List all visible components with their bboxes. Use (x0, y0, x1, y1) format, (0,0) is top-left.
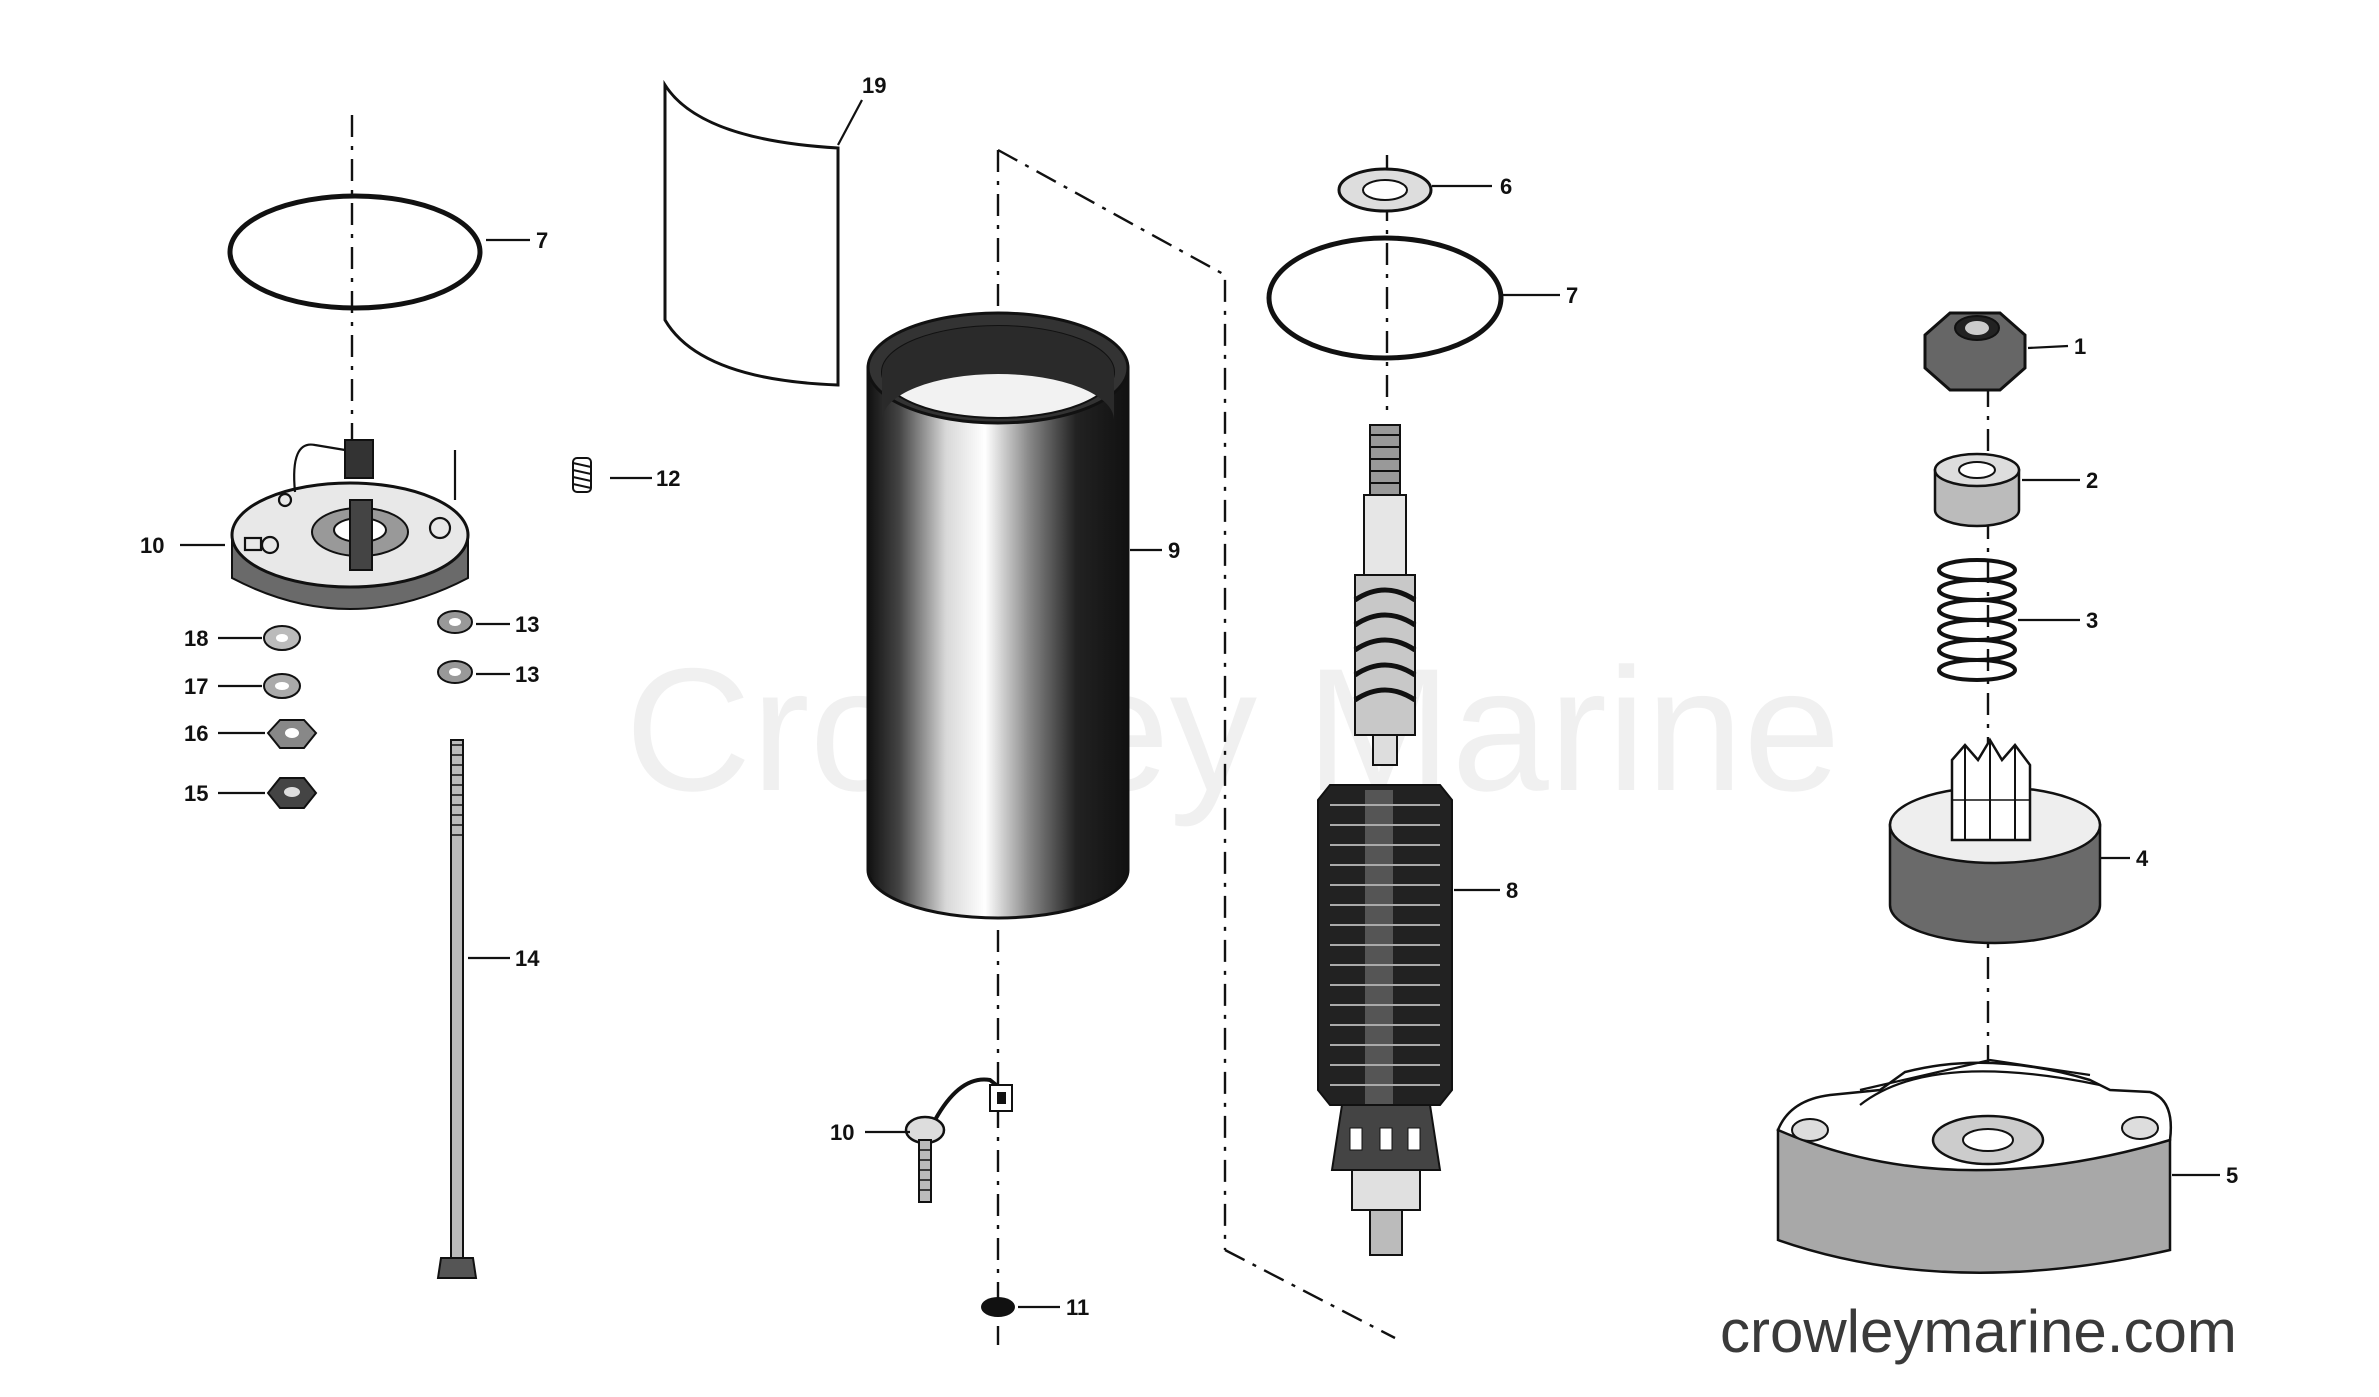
callout-5: 5 (2226, 1163, 2238, 1188)
callout-12: 12 (656, 466, 680, 491)
watermark-text: Crowley Marine (625, 633, 1841, 828)
anti-drift-spring-part (1937, 558, 2017, 682)
thru-bolt-part (436, 739, 478, 1279)
callout-2: 2 (2086, 468, 2098, 493)
callout-15: 15 (184, 781, 208, 806)
callout-3: 3 (2086, 608, 2098, 633)
o-ring-part (1266, 235, 1504, 361)
callout-14: 14 (515, 946, 540, 971)
brush-lead-screw-part (904, 1077, 1013, 1203)
callout-1: 1 (2074, 334, 2086, 359)
website-text: crowleymarine.com (1720, 1298, 2237, 1365)
callout-leaders (180, 99, 2220, 1309)
callout-7-right: 7 (1566, 283, 1578, 308)
callout-11: 11 (1066, 1295, 1089, 1320)
spacer-part (1933, 452, 2021, 528)
armature-group (1266, 155, 1504, 1256)
drive-pinion-part (1888, 737, 2102, 945)
callout-6: 6 (1500, 174, 1512, 199)
callout-13-lower: 13 (515, 662, 539, 687)
callout-10-cap: 10 (140, 533, 164, 558)
callout-17: 17 (184, 674, 208, 699)
o-ring-part (227, 193, 483, 311)
drive-end-group (1776, 311, 2173, 1274)
callout-19: 19 (862, 73, 886, 98)
drive-end-cap-part (1776, 1058, 2173, 1274)
callout-9: 9 (1168, 538, 1180, 563)
armature-part (1317, 424, 1453, 1256)
brush-spring-part (572, 457, 592, 493)
callout-13-upper: 13 (515, 612, 539, 637)
callout-8: 8 (1506, 878, 1518, 903)
callout-4: 4 (2136, 846, 2149, 871)
commutator-end-cap-part (230, 439, 470, 610)
frame-group (663, 79, 1396, 1345)
left-end-cap-group (227, 115, 592, 1279)
insulator-sheet-part (663, 79, 840, 387)
callout-18: 18 (184, 626, 208, 651)
callout-7-left: 7 (536, 228, 548, 253)
field-frame-housing-part (866, 311, 1130, 920)
callout-16: 16 (184, 721, 208, 746)
callout-10-lead: 10 (830, 1120, 854, 1145)
plug-part (981, 1297, 1015, 1317)
locknut-part (1923, 311, 2027, 392)
